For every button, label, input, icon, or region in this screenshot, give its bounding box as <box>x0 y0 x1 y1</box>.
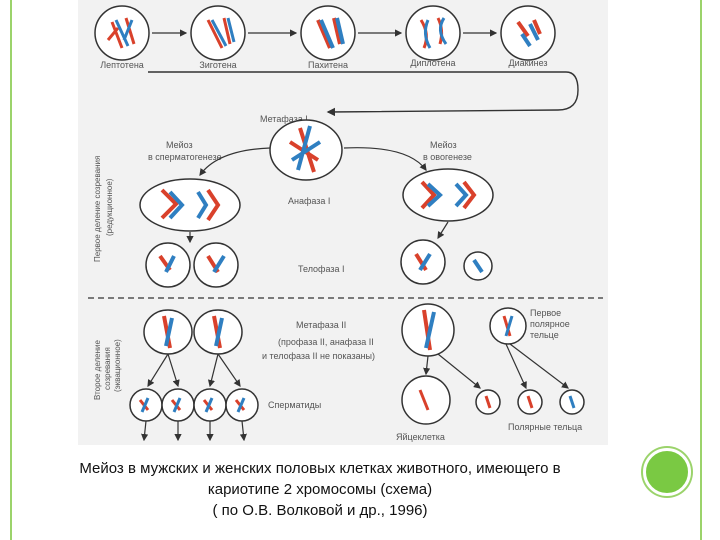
prophase-cells <box>94 5 556 61</box>
stage-label-diakinesis: Диакинез <box>509 58 548 68</box>
stage-label-zygotene: Зиготена <box>199 60 236 70</box>
label-spermatids: Сперматиды <box>268 400 321 410</box>
label-telophase1: Телофаза I <box>298 264 345 274</box>
return-arrow <box>148 71 579 117</box>
caption-line-2: кариотипе 2 хромосомы (схема) <box>207 481 433 498</box>
branch-oogenesis-title: Мейоз <box>430 140 457 150</box>
figure-caption: Мейоз в мужских и женских половых клетка… <box>20 458 620 521</box>
left-accent-bar <box>0 0 12 540</box>
egg-cell <box>401 375 451 425</box>
decorative-green-circle <box>643 448 691 496</box>
caption-line-3: ( по О.В. Волковой и др., 1996) <box>212 502 428 519</box>
label-anaphase1: Анафаза I <box>288 196 330 206</box>
branch-oogenesis-subtitle: в овогенезе <box>423 152 472 162</box>
side-label-second-division: Второе деление <box>93 339 102 400</box>
label-first-polar-body-line1: Первое <box>530 308 561 318</box>
label-first-polar-body-line3: тельце <box>530 330 559 340</box>
label-metaphase2-note-line1: (профаза II, анафаза II <box>278 337 374 347</box>
label-polar-bodies: Полярные тельца <box>508 422 582 432</box>
meiosis-diagram: Лептотена Зиготена Пахитена Диплотена Ди… <box>78 0 608 445</box>
anaphase1-male-cell <box>139 178 241 232</box>
stage-label-diplotene: Диплотена <box>410 58 455 68</box>
meiosis-scheme: Лептотена Зиготена Пахитена Диплотена Ди… <box>88 5 603 442</box>
label-metaphase1: Метафаза I <box>260 114 308 124</box>
diplotene-cell <box>405 5 461 61</box>
branch-spermatogenesis-subtitle: в сперматогенезе <box>148 152 222 162</box>
stage-label-leptotene: Лептотена <box>100 60 144 70</box>
caption-line-1: Мейоз в мужских и женских половых клетка… <box>79 460 561 477</box>
side-label-second-division-sub: созревания <box>103 347 112 390</box>
telophase1-male-cell-b <box>193 242 239 288</box>
right-accent-line <box>700 0 702 540</box>
spermatid-cells <box>129 388 259 422</box>
label-egg-cell: Яйцеклетка <box>396 432 445 442</box>
label-metaphase2-note-line2: и телофаза II не показаны) <box>262 351 375 361</box>
side-label-second-division-type: (эквационное) <box>113 339 122 392</box>
anaphase1-female-cell <box>402 168 494 222</box>
side-label-first-division-type: (редукционное) <box>105 178 114 236</box>
stage-label-pachytene: Пахитена <box>308 60 348 70</box>
label-first-polar-body-line2: полярное <box>530 319 570 329</box>
division-arrows <box>186 221 449 244</box>
branch-arrows <box>199 147 427 176</box>
side-label-first-division: Первое деление созревания <box>93 156 102 262</box>
label-metaphase2: Метафаза II <box>296 320 346 330</box>
branch-spermatogenesis-title: Мейоз <box>166 140 193 150</box>
second-division-arrows <box>141 343 569 442</box>
